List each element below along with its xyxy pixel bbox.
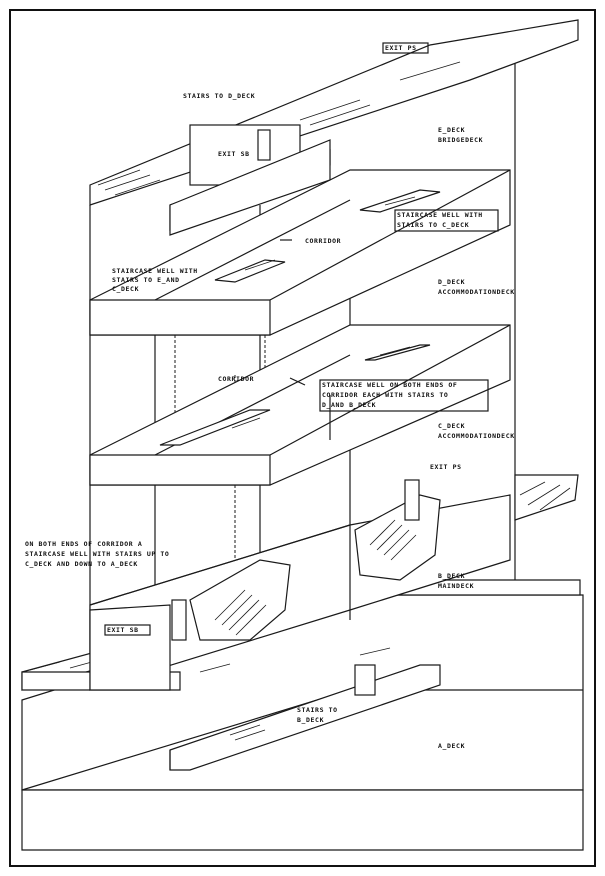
label-stairs-to-b-2: B_DECK bbox=[297, 716, 324, 724]
label-staircase-e-2: STAIRS TO E_AND bbox=[112, 276, 180, 284]
d-deck-block bbox=[89, 169, 511, 336]
label-d-accommodation: ACCOMMODATIONDECK bbox=[438, 288, 515, 296]
label-exit-ps-b: EXIT PS bbox=[430, 463, 462, 471]
label-maindeck: MAINDECK bbox=[438, 582, 474, 590]
label-group: EXIT PS STAIRS TO D_DECK EXIT SB E_DECK … bbox=[25, 44, 515, 750]
label-staircase-c-1: STAIRCASE WELL WITH bbox=[397, 211, 483, 219]
label-staircase-c-2: STAIRS TO C_DECK bbox=[397, 221, 469, 229]
label-exit-sb-upper: EXIT SB bbox=[218, 150, 250, 158]
label-e-deck: E_DECK bbox=[438, 126, 465, 134]
e-deck-block bbox=[89, 19, 579, 236]
label-corridor-c: CORRIDOR bbox=[218, 375, 254, 383]
label-exit-ps-top: EXIT PS bbox=[385, 44, 417, 52]
label-both-ends-1: ON BOTH ENDS OF CORRIDOR A bbox=[25, 540, 142, 548]
label-c-accommodation: ACCOMMODATIONDECK bbox=[438, 432, 515, 440]
page-frame bbox=[9, 9, 596, 867]
label-stairs-to-b-1: STAIRS TO bbox=[297, 706, 338, 714]
label-both-ends-2: STAIRCASE WELL WITH STAIRS UP TO bbox=[25, 550, 169, 558]
label-b-deck: B_DECK bbox=[438, 572, 465, 580]
label-staircase-both-2: CORRIDOR EACH WITH STAIRS TO bbox=[322, 391, 448, 399]
label-corridor-d: CORRIDOR bbox=[305, 237, 341, 245]
label-both-ends-3: C_DECK AND DOWN TO A_DECK bbox=[25, 560, 138, 568]
label-staircase-both-1: STAIRCASE WELL ON BOTH ENDS OF bbox=[322, 381, 457, 389]
label-d-deck: D_DECK bbox=[438, 278, 465, 286]
label-staircase-both-3: D_AND B_DECK bbox=[322, 401, 376, 409]
label-bridgedeck: BRIDGEDECK bbox=[438, 136, 483, 144]
label-staircase-e-3: C_DECK bbox=[112, 285, 139, 293]
callout-boxes bbox=[104, 42, 499, 636]
label-staircase-e-1: STAIRCASE WELL WITH bbox=[112, 267, 198, 275]
b-deck-block bbox=[89, 474, 579, 691]
a-deck-block bbox=[21, 594, 584, 851]
label-c-deck: C_DECK bbox=[438, 422, 465, 430]
label-stairs-to-d-deck: STAIRS TO D_DECK bbox=[183, 92, 255, 100]
c-deck-block bbox=[89, 324, 511, 486]
label-a-deck: A_DECK bbox=[438, 742, 465, 750]
label-exit-sb-b: EXIT SB bbox=[107, 626, 139, 634]
